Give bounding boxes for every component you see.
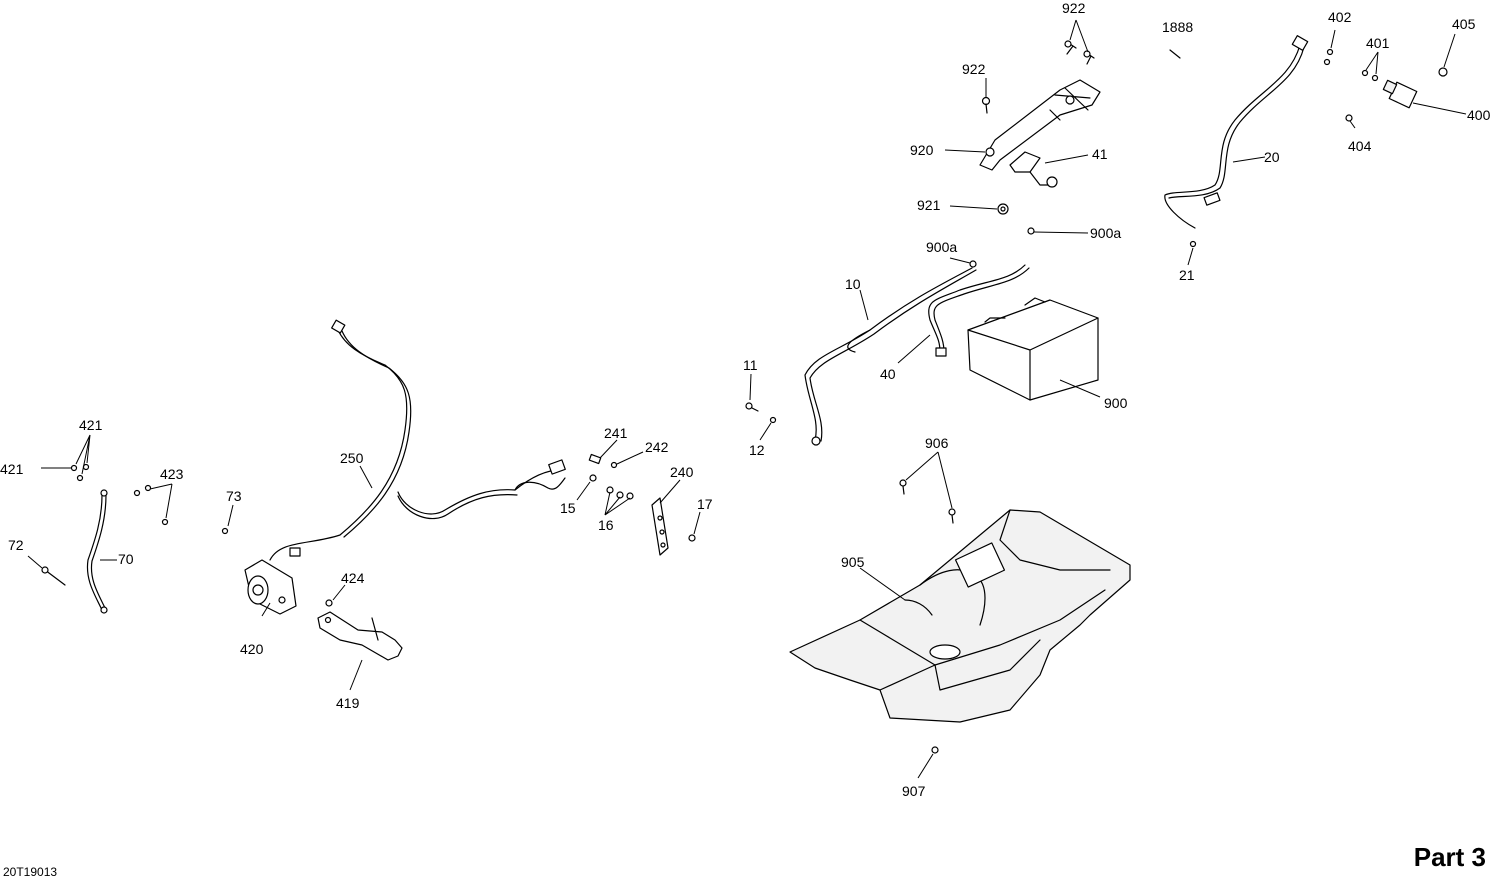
screw-922-b xyxy=(981,96,991,114)
callout-400: 400 xyxy=(1467,107,1491,123)
screw-900a-top xyxy=(969,260,977,268)
harness-250 xyxy=(269,319,566,561)
callout-15: 15 xyxy=(560,500,576,516)
tray-905 xyxy=(789,509,1131,723)
nuts-423 xyxy=(133,484,169,526)
nut-41 xyxy=(1009,151,1058,188)
callout-1888: 1888 xyxy=(1162,19,1193,35)
callout-905: 905 xyxy=(841,554,865,570)
callout-401: 401 xyxy=(1366,35,1390,51)
callout-240: 240 xyxy=(670,464,694,480)
cable-40 xyxy=(928,264,1030,357)
callout-72: 72 xyxy=(8,537,24,553)
cable-10 xyxy=(804,267,977,446)
callout-420: 420 xyxy=(240,641,264,657)
screw-900a-right xyxy=(1027,227,1035,235)
screw-17 xyxy=(688,534,696,542)
callout-900a-top: 900a xyxy=(926,239,957,255)
nut-921 xyxy=(997,203,1009,215)
screw-404 xyxy=(1345,114,1353,122)
callout-907: 907 xyxy=(902,783,926,799)
callout-11: 11 xyxy=(743,357,758,373)
nut-12 xyxy=(769,416,777,424)
bracket-240 xyxy=(651,497,669,556)
nut-405 xyxy=(1438,67,1448,77)
document-code: 20T19013 xyxy=(3,865,58,879)
callout-70: 70 xyxy=(118,551,134,567)
bracket-920 xyxy=(979,79,1101,171)
callout-402: 402 xyxy=(1328,9,1352,25)
screw-72 xyxy=(41,566,66,586)
screw-11 xyxy=(745,402,759,412)
callout-419: 419 xyxy=(336,695,360,711)
callout-424: 424 xyxy=(341,570,365,586)
screw-922-a xyxy=(1064,40,1095,65)
screw-424 xyxy=(325,599,333,607)
callouts: 922 1888 402 405 401 922 400 404 920 41 … xyxy=(0,0,1491,799)
callout-21: 21 xyxy=(1179,267,1195,283)
screws-906 xyxy=(899,479,956,524)
callout-250: 250 xyxy=(340,450,364,466)
callout-922-top: 922 xyxy=(1062,0,1086,16)
callout-421-left: 421 xyxy=(0,461,24,477)
nut-242 xyxy=(610,461,618,469)
callout-423: 423 xyxy=(160,466,184,482)
leader-lines xyxy=(27,19,1467,779)
callout-16: 16 xyxy=(598,517,614,533)
part-label: Part 3 xyxy=(1413,842,1486,872)
nuts-401 xyxy=(1361,69,1379,82)
callout-10: 10 xyxy=(845,276,861,292)
callout-404: 404 xyxy=(1348,138,1372,154)
screw-241 xyxy=(588,453,602,465)
bracket-419 xyxy=(317,611,403,661)
callout-40: 40 xyxy=(880,366,896,382)
clip-1888 xyxy=(1169,49,1181,59)
battery-900 xyxy=(967,297,1099,401)
cable-20 xyxy=(1164,35,1309,229)
nut-73 xyxy=(221,527,229,535)
screws-402 xyxy=(1323,48,1334,66)
screw-15 xyxy=(589,474,597,482)
nut-21 xyxy=(1189,240,1197,248)
callout-920: 920 xyxy=(910,142,934,158)
callout-906: 906 xyxy=(925,435,949,451)
callout-900: 900 xyxy=(1104,395,1128,411)
callout-20: 20 xyxy=(1264,149,1280,165)
callout-900a-right: 900a xyxy=(1090,225,1121,241)
solenoid-400 xyxy=(1382,79,1418,109)
callout-41: 41 xyxy=(1092,146,1108,162)
callout-421-top: 421 xyxy=(79,417,103,433)
cable-70 xyxy=(86,489,108,614)
callout-241: 241 xyxy=(604,425,628,441)
callout-17: 17 xyxy=(697,496,713,512)
sensor-420 xyxy=(244,559,297,615)
clip-907 xyxy=(931,746,939,754)
callout-921: 921 xyxy=(917,197,941,213)
callout-73: 73 xyxy=(226,488,242,504)
callout-12: 12 xyxy=(749,442,765,458)
callout-922-left: 922 xyxy=(962,61,986,77)
callout-242: 242 xyxy=(645,439,669,455)
nuts-421 xyxy=(70,463,90,482)
nuts-16 xyxy=(606,486,634,500)
callout-405: 405 xyxy=(1452,16,1476,32)
